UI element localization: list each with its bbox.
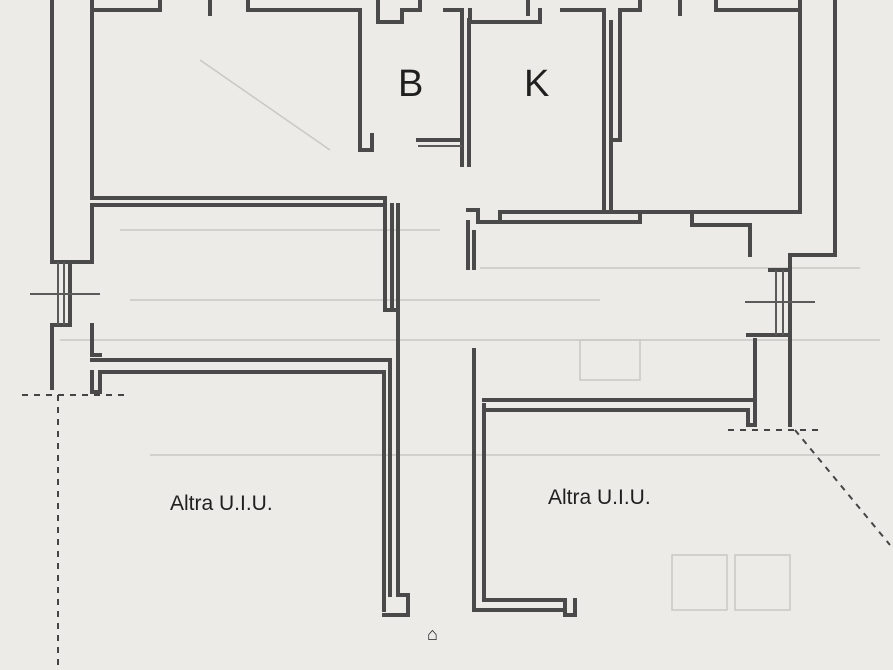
outer-wall-right	[745, 0, 837, 427]
property-boundary	[22, 394, 891, 670]
room-label-kitchen: K	[524, 63, 549, 105]
middle-right-walls	[466, 0, 802, 617]
paper-show-through	[60, 59, 880, 611]
room-label-bath: B	[398, 63, 423, 105]
room-top-left-walls	[68, 0, 387, 264]
middle-left-walls	[90, 196, 410, 617]
room-label-other-unit-right: Altra U.I.U.	[548, 486, 651, 509]
outer-wall-left	[30, 0, 100, 390]
room-label-other-unit-left: Altra U.I.U.	[170, 492, 273, 515]
entrance-icon: ⌂	[427, 624, 438, 644]
central-walls	[376, 0, 642, 214]
top-wall-stubs	[208, 0, 802, 16]
